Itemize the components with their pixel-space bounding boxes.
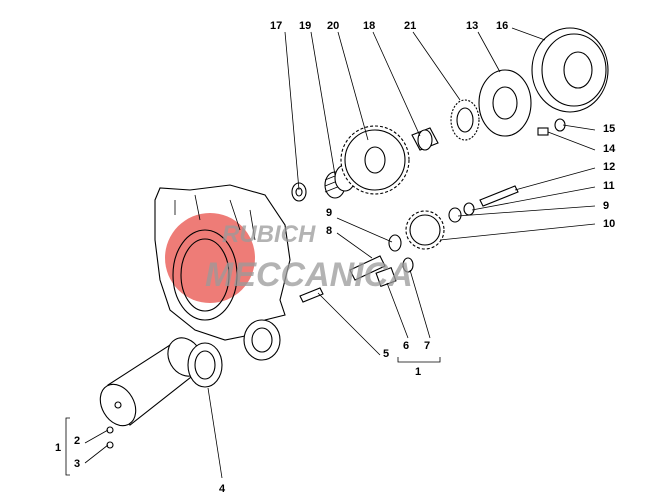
gasket-part-4 <box>187 342 223 388</box>
callout-4: 4 <box>219 483 226 495</box>
watermark-circle <box>165 213 255 303</box>
bushing-part-18 <box>411 127 439 151</box>
callout-8: 8 <box>326 225 332 237</box>
watermark-logo: RUBICH MECCANICA <box>205 221 413 294</box>
callout-10: 10 <box>603 218 615 230</box>
gear-part-20 <box>340 125 410 195</box>
callout-16: 16 <box>496 20 508 32</box>
callout-3: 3 <box>74 458 80 470</box>
callout-labels: 17 19 20 18 21 13 16 15 14 12 11 9 10 9 … <box>55 20 616 495</box>
flange-part-13 <box>478 69 532 137</box>
callout-9-right: 9 <box>603 200 609 212</box>
callout-11: 11 <box>603 180 615 192</box>
callout-2: 2 <box>74 435 80 447</box>
starter-motor <box>99 337 203 449</box>
callout-14: 14 <box>603 143 616 155</box>
watermark-line1: RUBICH <box>222 221 316 248</box>
intermediate-gear-assembly <box>299 185 519 303</box>
freewheel-part-21 <box>450 99 480 141</box>
needle-bearing-part-19 <box>324 164 356 199</box>
callout-12: 12 <box>603 161 615 173</box>
engine-casing <box>154 184 291 361</box>
callout-21: 21 <box>404 20 416 32</box>
washer-part-17 <box>291 182 307 202</box>
small-parts-14-15 <box>537 118 566 136</box>
callout-15: 15 <box>603 123 615 135</box>
callout-1-middle: 1 <box>415 366 421 378</box>
leader-lines <box>65 27 596 479</box>
callout-13: 13 <box>466 20 478 32</box>
callout-5: 5 <box>383 348 389 360</box>
callout-20: 20 <box>327 20 339 32</box>
watermark-line2: MECCANICA <box>205 256 413 294</box>
callout-18: 18 <box>363 20 375 32</box>
callout-7: 7 <box>424 340 430 352</box>
callout-1-left: 1 <box>55 442 61 454</box>
callout-19: 19 <box>299 20 311 32</box>
callout-6: 6 <box>403 340 409 352</box>
callout-9-middle: 9 <box>326 207 332 219</box>
callout-17: 17 <box>270 20 282 32</box>
flywheel-part-16 <box>531 27 609 113</box>
